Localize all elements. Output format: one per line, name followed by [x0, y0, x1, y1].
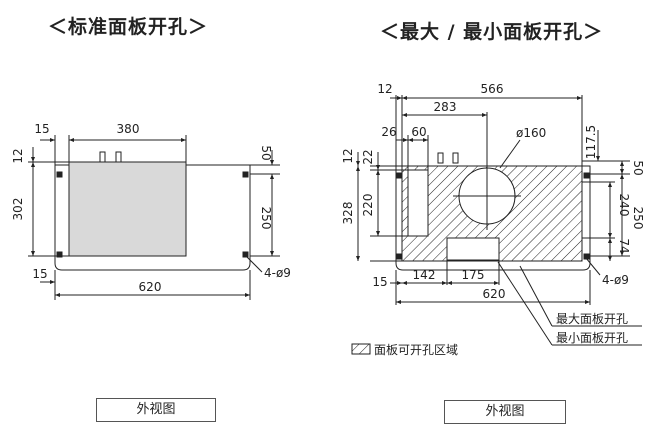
title-standard-cutout: ＜标准面板开孔＞ — [48, 16, 209, 38]
dim-right-566: 566 — [481, 82, 504, 96]
panel-outline — [395, 165, 591, 271]
panel-outline — [54, 164, 251, 271]
dim-right-circle: ø160 — [516, 126, 546, 140]
title-max-min-cutout: ＜最大 / 最小面板开孔＞ — [380, 21, 604, 43]
dim-left-15-bottom: 15 — [32, 267, 47, 281]
min-cutout-side — [407, 169, 429, 237]
mount-hole-icon — [56, 251, 63, 258]
dim-right-12-side: 12 — [341, 148, 355, 163]
dim-left-250: 250 — [259, 207, 273, 230]
dim-left-12: 12 — [11, 148, 25, 163]
dim-left-50: 50 — [259, 145, 273, 160]
dim-right-220: 220 — [361, 194, 375, 217]
legend-label: 面板可开孔区域 — [374, 343, 458, 357]
exterior-view-button-left[interactable]: 外视图 — [96, 398, 216, 422]
mount-hole-icon — [583, 172, 590, 179]
dim-right-60: 60 — [411, 125, 426, 139]
dim-right-175: 175 — [462, 268, 485, 282]
connector-icon — [99, 151, 106, 163]
dim-right-26: 26 — [381, 125, 396, 139]
standard-cutout-drawing — [28, 135, 280, 300]
dim-right-12-top: 12 — [377, 82, 392, 96]
connector-icon — [437, 152, 444, 164]
connector-icon — [452, 152, 459, 164]
max-min-cutout-drawing — [356, 95, 642, 346]
label-min-cutout: 最小面板开孔 — [556, 331, 628, 345]
dim-right-74: 74 — [617, 238, 631, 253]
legend-hatch-icon — [351, 343, 371, 355]
min-cutout-bottom — [446, 237, 500, 261]
mount-hole-icon — [396, 172, 403, 179]
dim-right-240: 240 — [617, 194, 631, 217]
standard-cutout-area — [68, 161, 187, 257]
dim-right-250: 250 — [631, 207, 645, 230]
dim-right-328: 328 — [341, 202, 355, 225]
dim-right-142: 142 — [413, 268, 436, 282]
mount-hole-icon — [56, 171, 63, 178]
mount-hole-icon — [396, 253, 403, 260]
mount-hole-icon — [242, 171, 249, 178]
mount-hole-icon — [242, 251, 249, 258]
dim-right-283: 283 — [434, 100, 457, 114]
dim-left-15-top: 15 — [34, 122, 49, 136]
dim-left-holes: 4-ø9 — [264, 266, 291, 280]
dim-right-22: 22 — [361, 149, 375, 164]
dim-right-620: 620 — [483, 287, 506, 301]
connector-icon — [115, 151, 122, 163]
dim-right-50: 50 — [631, 160, 645, 175]
dim-right-holes: 4-ø9 — [602, 273, 629, 287]
dim-left-620: 620 — [139, 280, 162, 294]
dim-right-15: 15 — [372, 275, 387, 289]
dim-right-117-5: 117.5 — [584, 125, 598, 159]
dim-left-302: 302 — [11, 198, 25, 221]
dim-left-380: 380 — [117, 122, 140, 136]
label-max-cutout: 最大面板开孔 — [556, 312, 628, 326]
exterior-view-button-right[interactable]: 外视图 — [444, 400, 566, 424]
